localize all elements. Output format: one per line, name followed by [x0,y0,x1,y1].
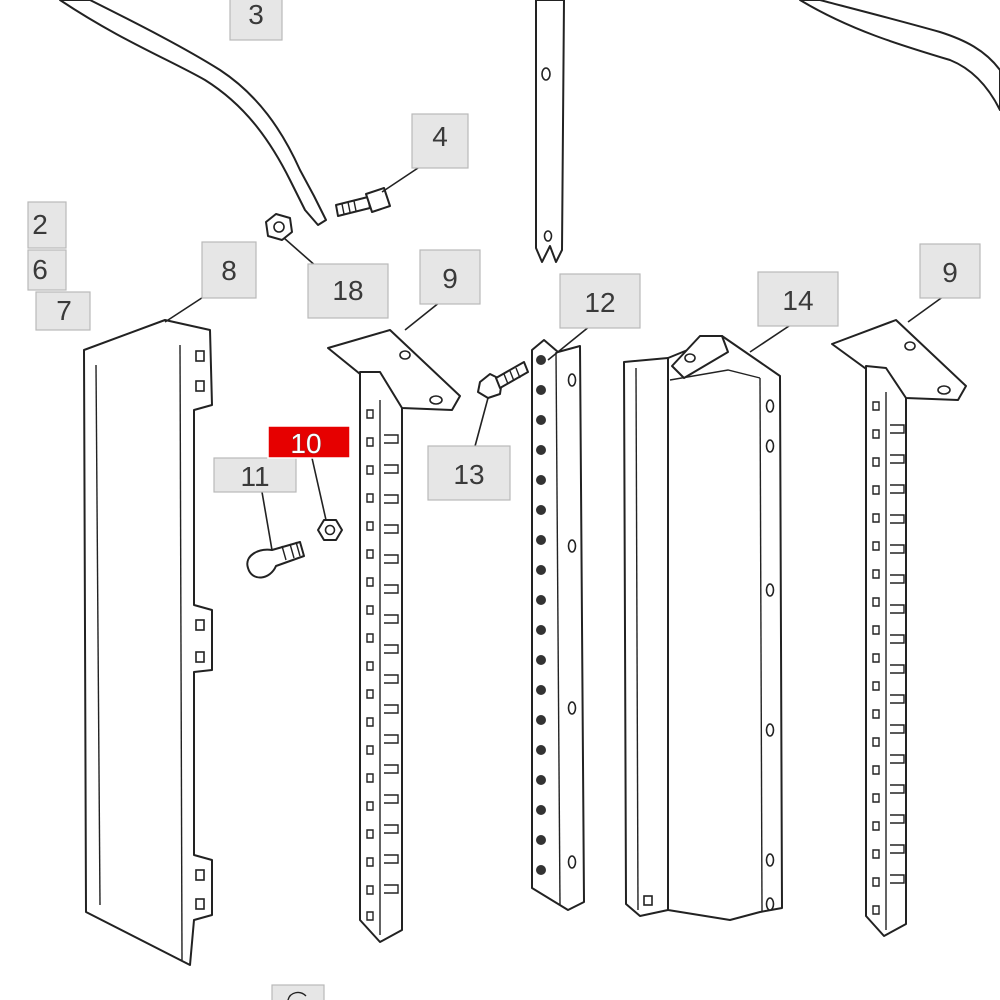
part-10-nut [311,457,343,541]
svg-text:2: 2 [32,209,48,240]
callout-11[interactable]: 11 [213,457,297,493]
callout-6[interactable]: 6 [27,249,67,291]
svg-text:13: 13 [453,459,484,490]
bottom-partial-callout [271,984,325,1000]
part-12-angle-rail [531,325,591,911]
callout-8[interactable]: 8 [201,241,257,299]
svg-text:6: 6 [32,254,48,285]
part-18-nut [265,213,335,283]
part-9-bracket-left [327,301,461,943]
callout-14[interactable]: 14 [757,271,839,327]
top-right-rod [799,0,1000,111]
svg-text:12: 12 [584,287,615,318]
svg-text:7: 7 [56,295,72,326]
callout-10-highlighted[interactable]: 10 [267,425,351,459]
callout-18[interactable]: 18 [307,263,389,319]
callout-7[interactable]: 7 [35,291,91,331]
callout-2[interactable]: 2 [27,201,67,249]
callout-9-left[interactable]: 9 [419,249,481,305]
part-3-rod [59,0,327,226]
studs-12 [536,355,546,875]
callout-4[interactable]: 4 [411,113,469,169]
part-8-cover-panel [83,289,215,966]
callout-9-right[interactable]: 9 [919,243,981,299]
part-11-carriage-bolt [246,491,305,579]
svg-text:14: 14 [782,285,813,316]
callout-3[interactable]: 3 [229,0,283,41]
svg-text:9: 9 [942,257,958,288]
svg-text:8: 8 [221,255,237,286]
slots-9-left [366,409,399,921]
svg-text:18: 18 [332,275,363,306]
part-13-bolt [473,361,529,451]
callout-12[interactable]: 12 [559,273,641,329]
callout-13[interactable]: 13 [427,445,511,501]
svg-text:10: 10 [290,428,321,459]
part-14-channel [623,323,793,921]
part-9-bracket-right [831,295,967,937]
highlight-box [267,425,351,459]
center-vertical-bar [535,0,565,263]
svg-text:11: 11 [240,461,269,492]
svg-text:9: 9 [442,263,458,294]
svg-text:4: 4 [432,121,448,152]
svg-text:3: 3 [248,0,264,30]
